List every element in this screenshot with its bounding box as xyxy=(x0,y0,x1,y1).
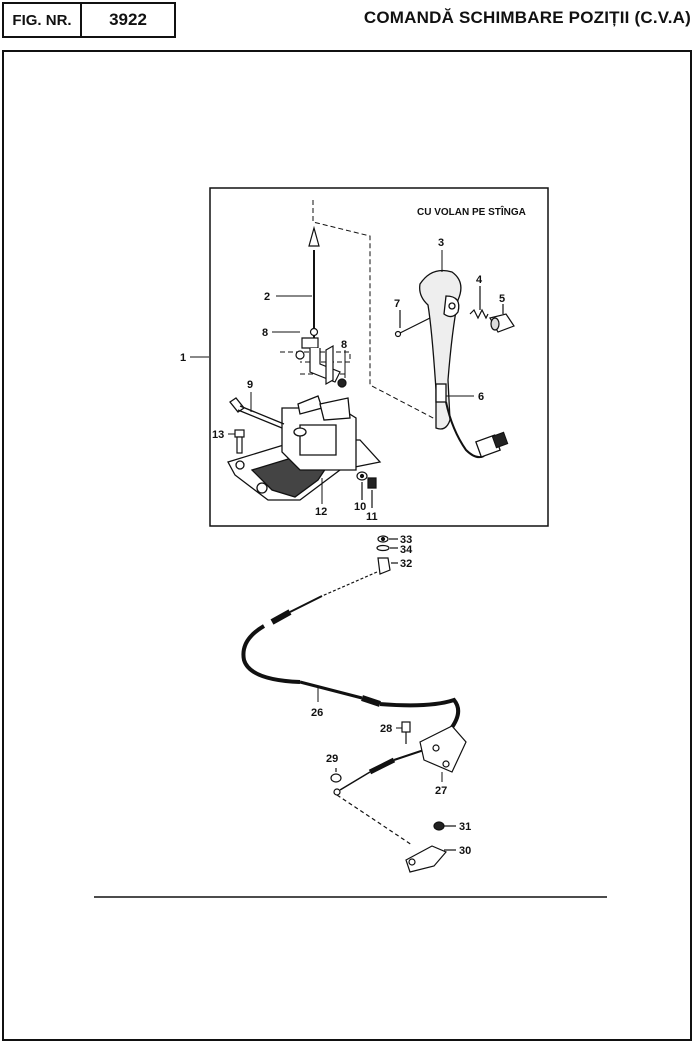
button-5 xyxy=(489,304,515,333)
spring-4 xyxy=(469,286,489,320)
callout-9: 9 xyxy=(247,379,253,391)
callout-29: 29 xyxy=(326,753,338,765)
bolt-13 xyxy=(234,429,245,454)
callout-8b: 8 xyxy=(341,339,347,351)
callout-34: 34 xyxy=(400,544,413,556)
page-title: COMANDĂ SCHIMBARE POZIȚII (C.V.A) xyxy=(363,8,691,27)
lever-30-31 xyxy=(405,821,456,873)
inset-box xyxy=(209,187,549,527)
callout-4: 4 xyxy=(476,274,483,286)
callout-5: 5 xyxy=(499,293,505,305)
switch-wire-6 xyxy=(445,401,509,459)
shift-knob xyxy=(419,269,462,430)
callout-32: 32 xyxy=(400,558,412,570)
callout-33: 33 xyxy=(400,534,412,546)
callout-6: 6 xyxy=(478,391,484,403)
bolt-9 xyxy=(229,397,285,429)
callout-8a: 8 xyxy=(262,327,268,339)
callout-7: 7 xyxy=(394,298,400,310)
inset-title: CU VOLAN PE STÎNGA xyxy=(417,205,526,218)
end-fittings-32-34 xyxy=(376,535,398,575)
callout-27: 27 xyxy=(435,785,447,797)
callout-12: 12 xyxy=(315,506,327,518)
dash-lines xyxy=(280,200,438,421)
fig-number: 3922 xyxy=(80,2,176,38)
drawing-frame xyxy=(2,50,692,1041)
callout-26: 26 xyxy=(311,707,323,719)
callout-13: 13 xyxy=(212,429,224,441)
pin-7 xyxy=(394,310,431,338)
cable-bracket-27 xyxy=(401,721,467,773)
shift-lever-rod xyxy=(308,225,320,345)
callout-28: 28 xyxy=(380,723,392,735)
callout-2: 2 xyxy=(264,291,270,303)
callout-3: 3 xyxy=(438,237,444,249)
callout-30: 30 xyxy=(459,845,471,857)
linkage-29 xyxy=(330,768,413,846)
detent-parts xyxy=(295,337,347,388)
callout-1: 1 xyxy=(180,352,186,364)
washer-nut-10-11 xyxy=(356,471,377,508)
selector-bracket xyxy=(227,395,382,501)
callout-31: 31 xyxy=(459,821,471,833)
callout-10: 10 xyxy=(354,501,366,513)
callout-11: 11 xyxy=(366,511,378,523)
